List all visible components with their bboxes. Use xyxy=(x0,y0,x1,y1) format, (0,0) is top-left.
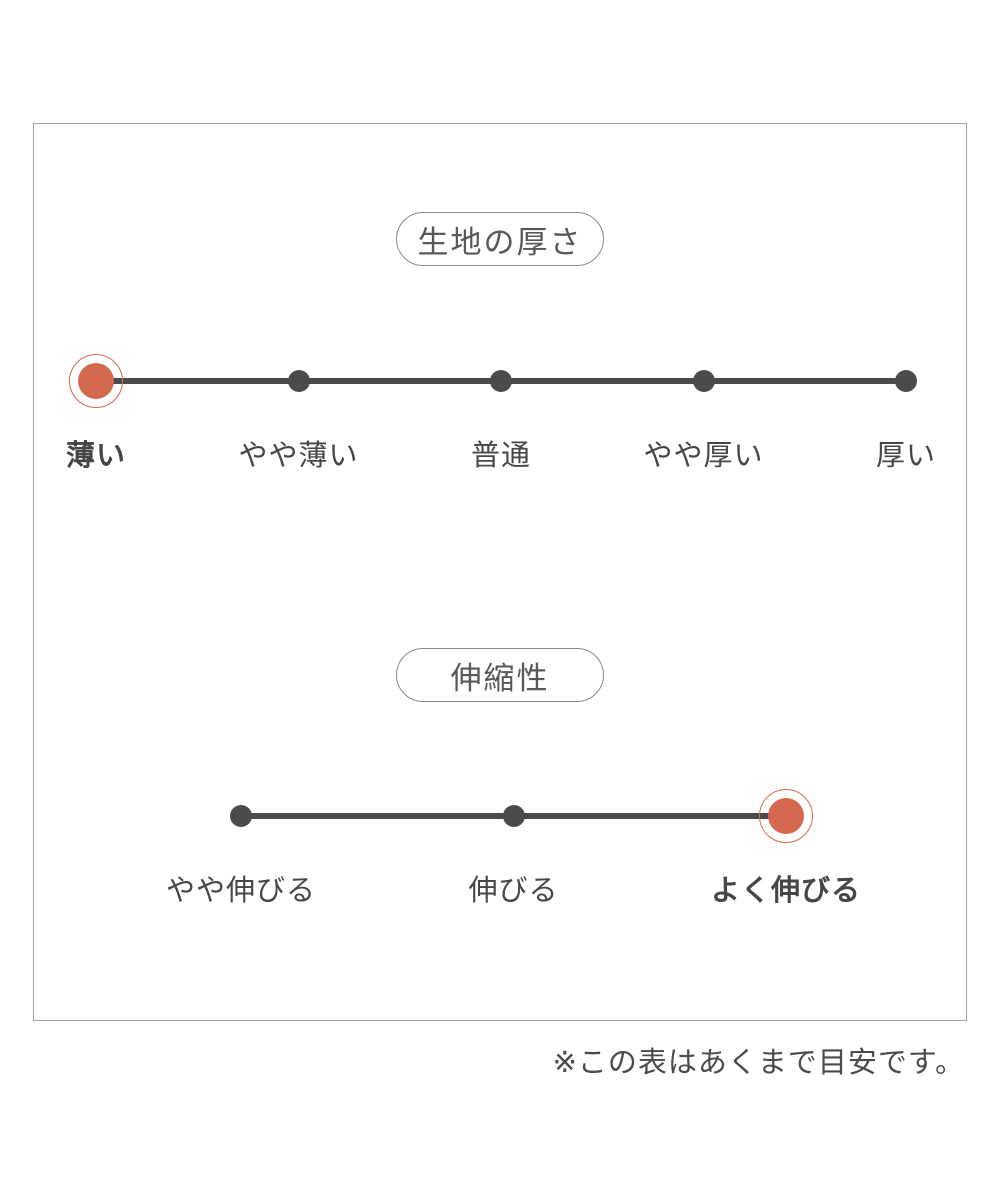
selected-dot xyxy=(768,798,804,834)
selected-dot xyxy=(78,363,114,399)
scale-label: よく伸びる xyxy=(710,875,862,907)
scale-dot xyxy=(230,805,252,827)
thickness-title-pill: 生地の厚さ xyxy=(396,212,604,266)
thickness-title: 生地の厚さ xyxy=(417,224,583,260)
scale-label: 普通 xyxy=(470,440,532,472)
stretch-title-pill: 伸縮性 xyxy=(396,648,604,702)
scale-label: 厚い xyxy=(875,440,937,472)
scale-dot xyxy=(502,805,525,827)
scale-label: 薄い xyxy=(65,440,127,472)
scale-label: 伸びる xyxy=(468,875,559,907)
scale-dot xyxy=(692,370,715,392)
scale-label: やや厚い xyxy=(643,440,764,472)
disclaimer-note: ※この表はあくまで目安です。 xyxy=(552,1047,965,1079)
scale-label: やや伸びる xyxy=(165,875,317,907)
scale-label: やや薄い xyxy=(238,440,359,472)
scale-dot xyxy=(490,370,512,392)
scale-dot xyxy=(895,370,917,392)
scale-dot xyxy=(287,370,310,392)
spec-panel: 生地の厚さ 薄い やや薄い 普通 やや厚い 厚い 伸縮性 やや伸びる 伸びる よく伸びる xyxy=(33,123,967,1021)
stretch-title: 伸縮性 xyxy=(450,660,550,696)
